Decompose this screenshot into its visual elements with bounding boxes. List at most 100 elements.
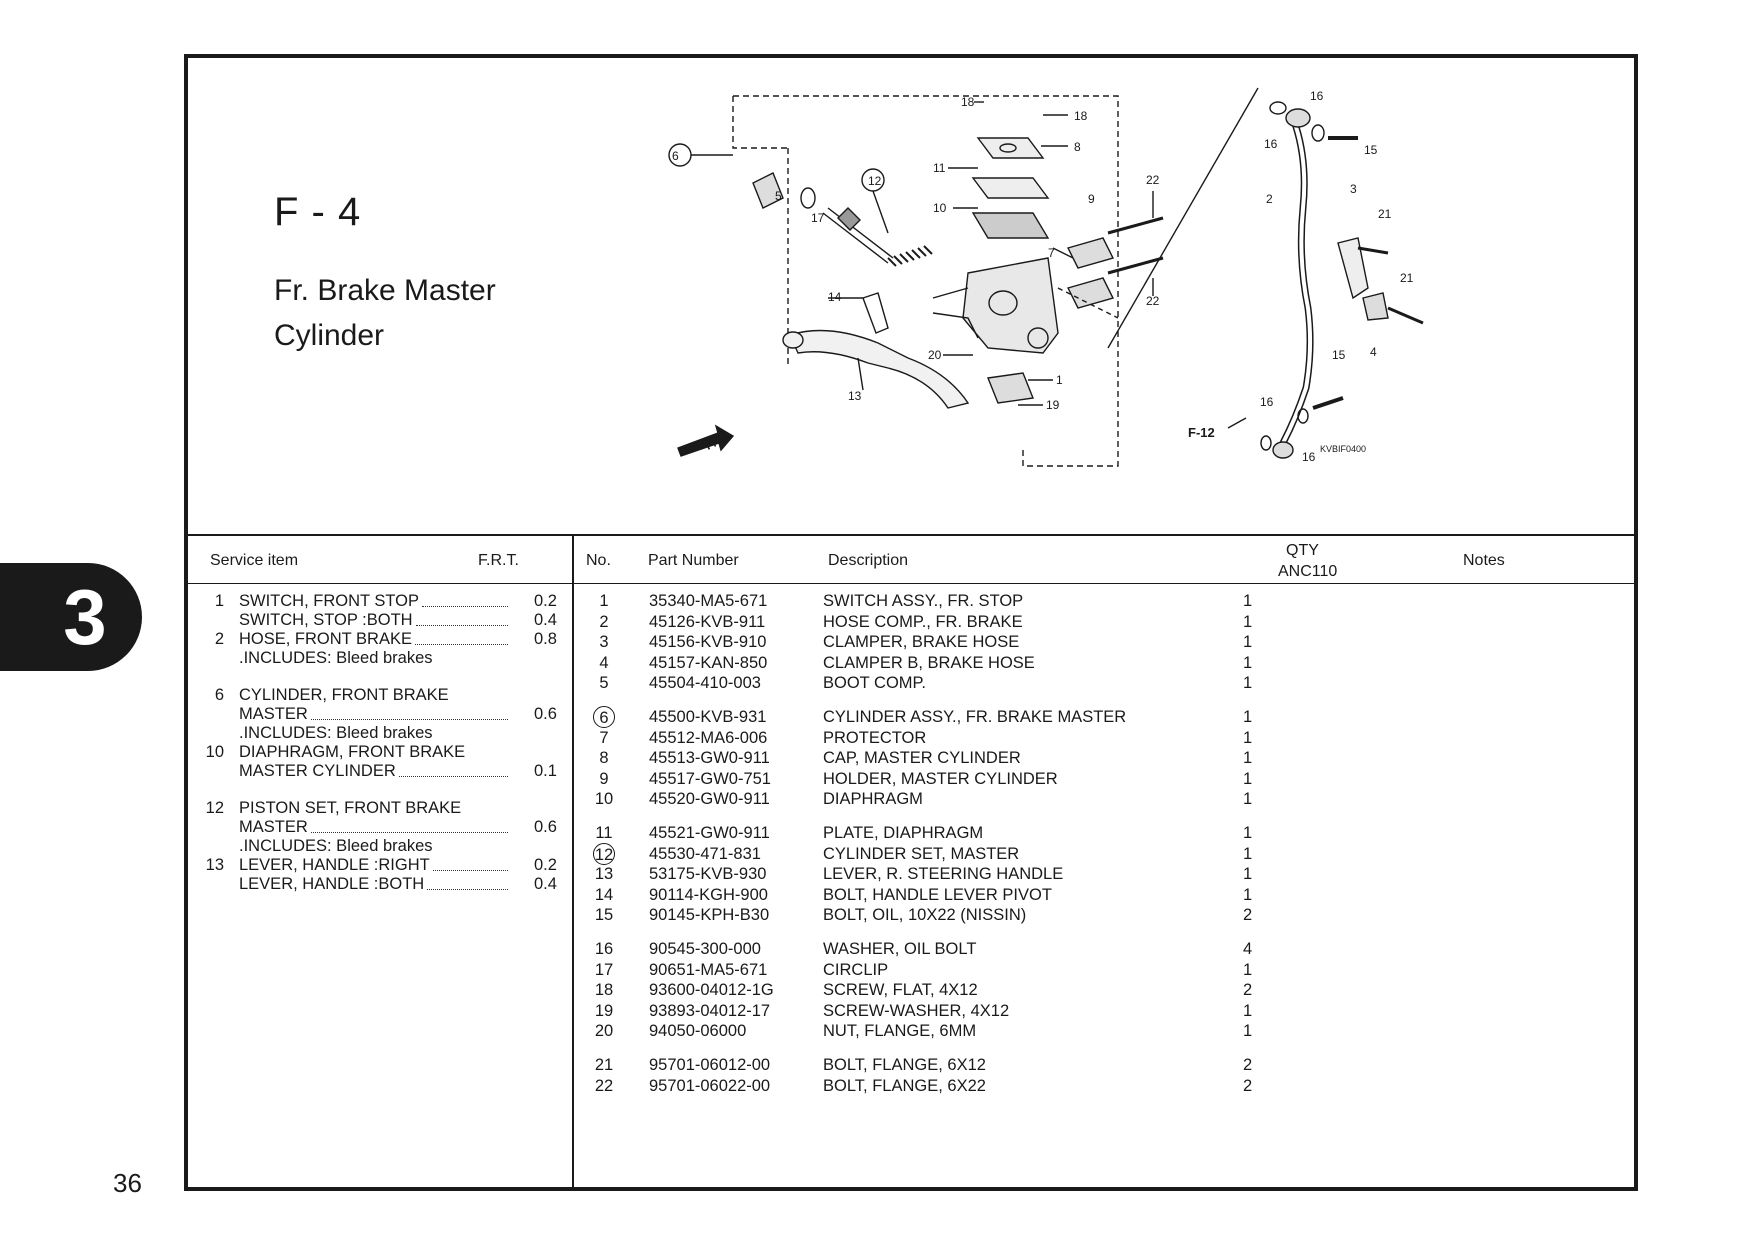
service-item-text: PISTON SET, FRONT BRAKE [239, 799, 462, 817]
service-item-number: 1 [214, 592, 224, 610]
part-qty: 1 [1243, 749, 1253, 768]
part-qty: 2 [1243, 1056, 1253, 1074]
figure-title: Fr. Brake Master Cylinder [274, 274, 496, 352]
part-desc: LEVER, R. STEERING HANDLE [823, 865, 1064, 884]
part-pn: 45157-KAN-850 [649, 653, 768, 672]
figure-code: F - 4 [274, 190, 362, 234]
page-number: 36 [113, 1168, 142, 1198]
leader-dots [415, 630, 508, 645]
service-item-frt: 0.6 [534, 705, 557, 723]
callout-16d: 16 [1302, 450, 1316, 464]
callout-5: 5 [775, 189, 782, 203]
part-pn: 45126-KVB-911 [649, 612, 766, 631]
part-pn: 53175-KVB-930 [649, 865, 767, 884]
callout-9: 9 [1088, 192, 1095, 206]
service-item-text: MASTER [239, 818, 308, 836]
part-pn: 45521-GW0-911 [649, 824, 770, 842]
service-item-frt: 0.1 [534, 762, 557, 780]
part-desc: BOLT, FLANGE, 6X12 [823, 1056, 986, 1074]
ref-label: F-12 [1188, 425, 1215, 440]
callout-16b: 16 [1264, 137, 1278, 151]
service-item-text: SWITCH, STOP :BOTH [239, 611, 413, 629]
part-desc: CIRCLIP [823, 960, 889, 979]
part-desc: SCREW, FLAT, 4X12 [823, 981, 978, 1000]
part-desc: NUT, FLANGE, 6MM [823, 1022, 977, 1041]
part-desc: CAP, MASTER CYLINDER [823, 749, 1021, 768]
callout-8: 8 [1074, 140, 1081, 154]
description-header: Description [828, 552, 909, 569]
service-item-frt: 0.6 [534, 818, 557, 836]
callout-16: 16 [1310, 89, 1324, 103]
part-no: 13 [594, 865, 614, 884]
part-no: 4 [599, 653, 609, 672]
part-no: 21 [594, 1056, 614, 1074]
part-no: 18 [594, 981, 614, 1000]
part-desc: HOLDER, MASTER CYLINDER [823, 769, 1058, 788]
callout-7: 7 [1048, 246, 1055, 260]
callout-4: 4 [1370, 345, 1377, 359]
part-qty: 1 [1243, 885, 1253, 904]
parts-page-frame: F - 4 Fr. Brake Master Cylinder [184, 54, 1638, 1191]
part-qty: 1 [1243, 728, 1253, 747]
part-desc: CLAMPER, BRAKE HOSE [823, 633, 1020, 652]
service-item-row: .INCLUDES: Bleed brakes [188, 837, 572, 857]
callout-22: 22 [1146, 173, 1160, 187]
callout-1: 1 [1056, 373, 1063, 387]
part-row: 13 53175-KVB-930 LEVER, R. STEERING HANDLE… [588, 865, 1628, 885]
part-pn: 45504-410-003 [649, 674, 761, 693]
part-pn: 45513-GW0-911 [649, 749, 770, 768]
part-qty: 1 [1243, 653, 1253, 672]
service-item-text: HOSE, FRONT BRAKE [239, 630, 412, 648]
callout-18: 18 [961, 95, 975, 109]
part-qty: 4 [1243, 940, 1253, 958]
part-pn: 45520-GW0-911 [649, 790, 770, 809]
part-pn: 95701-06022-00 [649, 1076, 771, 1095]
part-pn: 90145-KPH-B30 [649, 906, 770, 925]
part-pn: 45500-KVB-931 [649, 708, 767, 726]
part-desc: BOOT COMP. [823, 674, 926, 693]
part-qty: 1 [1243, 612, 1253, 631]
service-item-header: Service item [210, 552, 299, 569]
part-qty: 1 [1243, 1001, 1253, 1020]
image-ref: KVBIF0400 [1320, 444, 1366, 454]
part-no: 17 [594, 960, 614, 979]
column-divider [572, 534, 574, 1187]
no-header: No. [586, 552, 611, 569]
callout-22b: 22 [1146, 294, 1160, 308]
part-qty: 1 [1243, 790, 1253, 809]
callout-15: 15 [1364, 143, 1378, 157]
part-no: 12 [593, 842, 615, 865]
callout-17: 17 [811, 211, 825, 225]
service-item-text: .INCLUDES: Bleed brakes [239, 649, 433, 667]
part-desc: BOLT, OIL, 10X22 (NISSIN) [823, 906, 1027, 925]
callout-12: 12 [868, 174, 882, 188]
part-qty: 1 [1243, 592, 1253, 610]
part-qty: 1 [1243, 1022, 1253, 1041]
service-item-text: .INCLUDES: Bleed brakes [239, 837, 433, 855]
leader-dots [311, 818, 508, 833]
part-pn: 95701-06012-00 [649, 1056, 771, 1074]
service-item-text: MASTER CYLINDER [239, 762, 396, 780]
service-item-number: 12 [205, 799, 224, 817]
service-item-frt: 0.4 [534, 875, 557, 893]
part-desc: PLATE, DIAPHRAGM [823, 824, 984, 842]
service-item-text: LEVER, HANDLE :RIGHT [239, 856, 430, 874]
service-item-text: .INCLUDES: Bleed brakes [239, 724, 433, 742]
part-desc: WASHER, OIL BOLT [823, 940, 977, 958]
service-item-number: 2 [214, 630, 224, 648]
leader-dots [416, 611, 508, 626]
part-pn: 45156-KVB-910 [649, 633, 767, 652]
part-desc: PROTECTOR [823, 728, 927, 747]
part-pn: 93893-04012-17 [649, 1001, 771, 1020]
